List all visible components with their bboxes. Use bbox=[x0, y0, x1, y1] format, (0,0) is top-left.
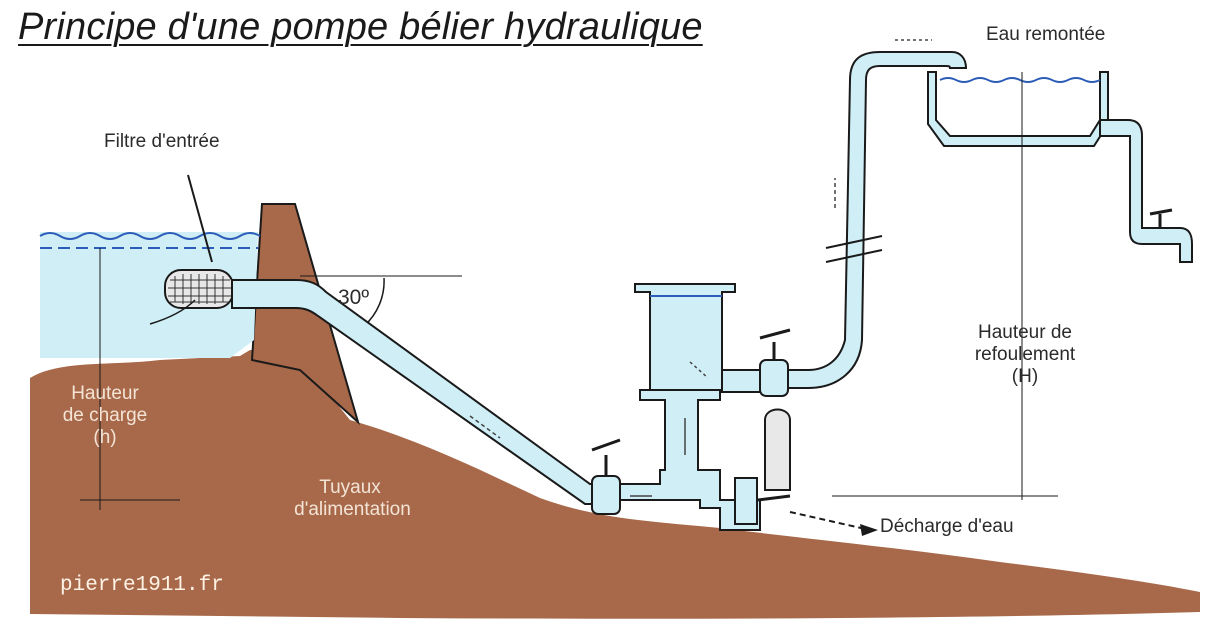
reservoir-water bbox=[40, 232, 258, 358]
label-hauteur-charge-2: de charge bbox=[62, 405, 148, 426]
label-decharge: Décharge d'eau bbox=[880, 516, 1014, 537]
label-hauteur-refoulement-1: Hauteur de bbox=[977, 322, 1072, 343]
discharge-arrow bbox=[789, 511, 871, 531]
waste-valve bbox=[734, 477, 758, 525]
label-hauteur-charge-3: (h) bbox=[93, 427, 117, 448]
label-hauteur-charge-1: Hauteur bbox=[71, 383, 139, 404]
page-title: Principe d'une pompe bélier hydraulique bbox=[18, 6, 703, 48]
delivery-valve bbox=[759, 359, 789, 397]
watermark: pierre1911.fr bbox=[60, 574, 224, 597]
pump-body bbox=[619, 389, 761, 531]
label-tuyaux-1: Tuyaux bbox=[319, 477, 381, 498]
air-chamber bbox=[634, 283, 736, 391]
delivery-pipe bbox=[787, 51, 968, 389]
reservoir-surface bbox=[39, 232, 261, 240]
upper-tank bbox=[927, 71, 1109, 147]
waste-weight bbox=[764, 408, 791, 491]
label-hauteur-refoulement-2: refoulement bbox=[974, 344, 1076, 365]
filter-pointer bbox=[187, 174, 213, 263]
delivery-outlet bbox=[721, 369, 766, 393]
ground bbox=[30, 350, 1200, 619]
tap-pipe bbox=[1099, 119, 1193, 263]
label-eau-remontee: Eau remontée bbox=[986, 24, 1106, 45]
label-tuyaux-2: d'alimentation bbox=[294, 499, 411, 520]
label-angle: 30º bbox=[338, 286, 370, 309]
label-hauteur-refoulement-3: (H) bbox=[1011, 366, 1039, 387]
inlet-valve bbox=[591, 475, 621, 515]
label-filtre: Filtre d'entrée bbox=[104, 131, 220, 152]
